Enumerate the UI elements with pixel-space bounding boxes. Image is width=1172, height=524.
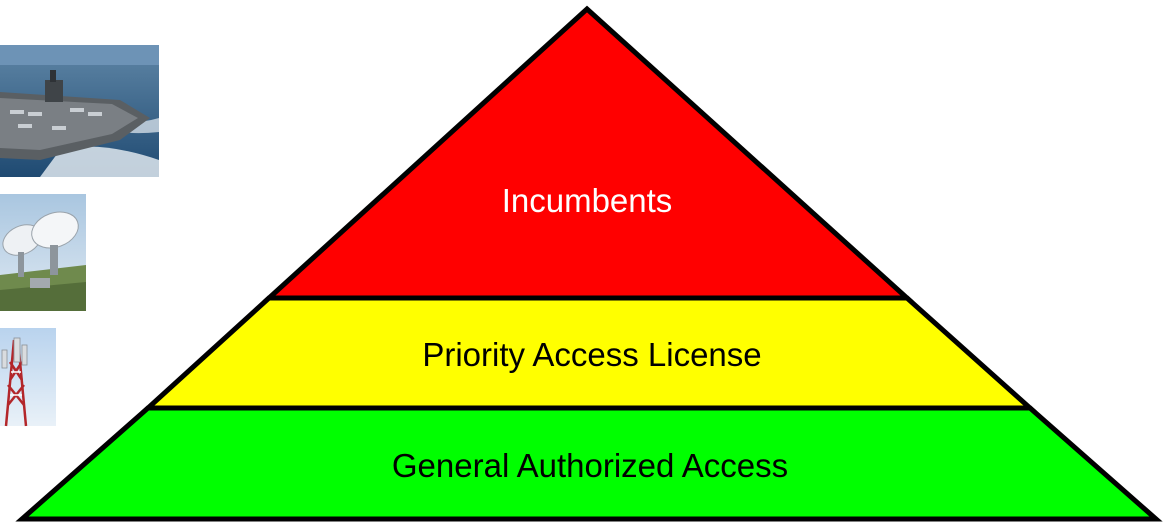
aircraft-carrier-image <box>0 45 159 177</box>
tier-label-priority-access-license: Priority Access License <box>422 336 761 373</box>
satellite-dishes-image <box>0 194 86 311</box>
tier-label-incumbents: Incumbents <box>502 182 673 219</box>
tier-incumbents <box>262 5 914 301</box>
cell-tower-image <box>0 328 56 427</box>
tier-general-authorized-access <box>15 405 1163 522</box>
pyramid: Incumbents Priority Access License Gener… <box>15 5 1163 522</box>
tier-label-general-authorized-access: General Authorized Access <box>392 447 788 484</box>
